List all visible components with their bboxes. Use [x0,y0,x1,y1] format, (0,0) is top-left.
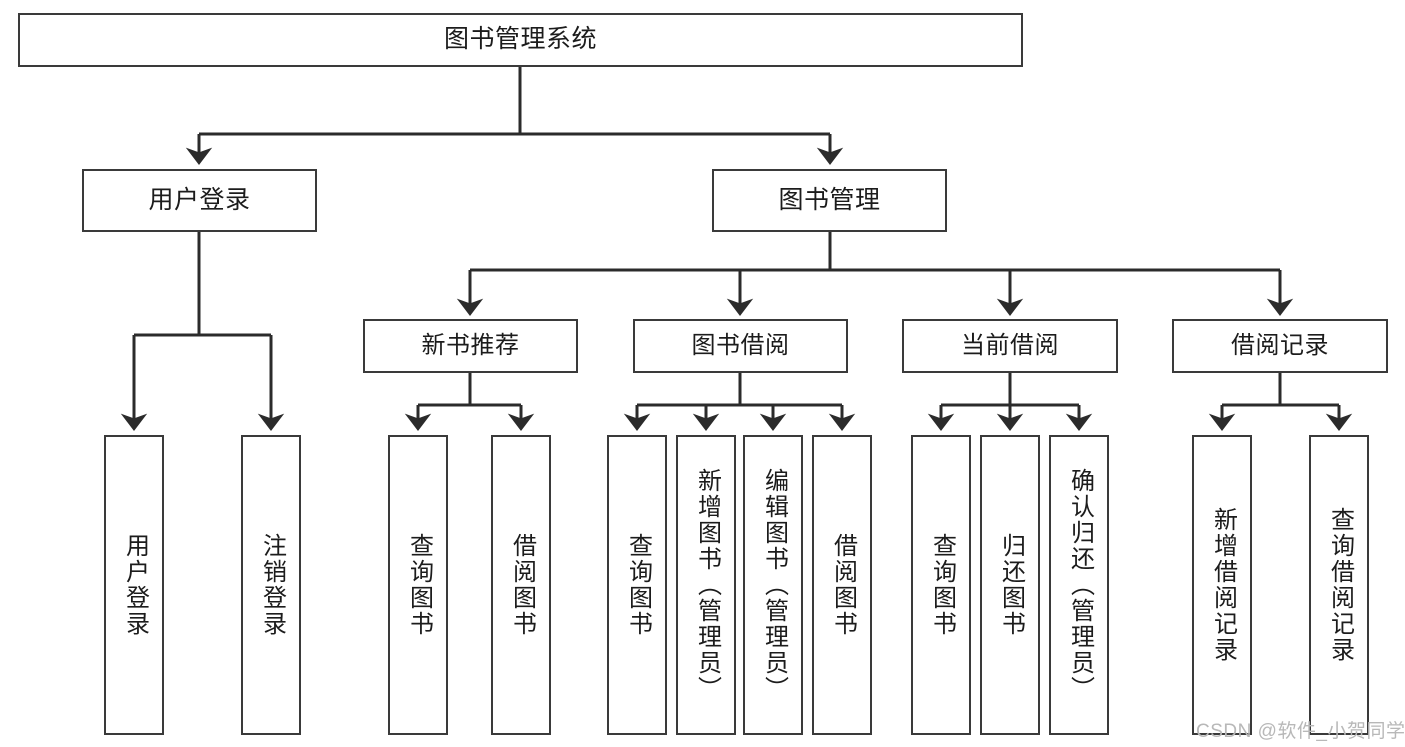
node-leaf-add-book-label: 新增图书（管理员） [693,468,721,702]
node-current-borrow[interactable]: 当前借阅 [902,319,1118,373]
node-leaf-query-record-label: 查询借阅记录 [1326,507,1354,663]
node-leaf-query-book-3-label: 查询图书 [928,533,956,637]
node-leaf-add-record-label: 新增借阅记录 [1209,507,1237,663]
node-leaf-query-book-2[interactable]: 查询图书 [607,435,667,735]
node-borrow-record-label: 借阅记录 [1231,331,1329,359]
node-leaf-edit-book[interactable]: 编辑图书（管理员） [743,435,803,735]
csdn-watermark: CSDN @软件_小贺同学 [1196,721,1405,742]
node-leaf-user-login[interactable]: 用户登录 [104,435,164,735]
node-leaf-add-record[interactable]: 新增借阅记录 [1192,435,1252,735]
node-leaf-query-book-2-label: 查询图书 [624,533,652,637]
node-leaf-query-book-1-label: 查询图书 [405,533,433,637]
node-root-label: 图书管理系统 [443,25,597,54]
node-leaf-borrow-book-1[interactable]: 借阅图书 [491,435,551,735]
node-leaf-edit-book-label: 编辑图书（管理员） [760,468,788,702]
node-leaf-borrow-book-1-label: 借阅图书 [508,533,536,637]
node-current-borrow-label: 当前借阅 [961,331,1059,359]
node-leaf-confirm-return-label: 确认归还（管理员） [1066,468,1094,702]
node-borrow-record[interactable]: 借阅记录 [1172,319,1388,373]
node-new-book-rec[interactable]: 新书推荐 [363,319,578,373]
node-book-borrow-label: 图书借阅 [691,331,790,359]
node-leaf-return-book[interactable]: 归还图书 [980,435,1040,735]
node-leaf-user-login-label: 用户登录 [121,533,149,637]
node-leaf-borrow-book-2[interactable]: 借阅图书 [812,435,872,735]
node-book-manage-label: 图书管理 [778,185,881,214]
node-leaf-borrow-book-2-label: 借阅图书 [829,533,857,637]
node-user-login[interactable]: 用户登录 [82,169,317,232]
node-leaf-query-book-1[interactable]: 查询图书 [388,435,448,735]
node-leaf-return-book-label: 归还图书 [997,533,1025,637]
node-leaf-logout-label: 注销登录 [258,533,286,637]
node-leaf-confirm-return[interactable]: 确认归还（管理员） [1049,435,1109,735]
node-leaf-query-book-3[interactable]: 查询图书 [911,435,971,735]
node-book-manage[interactable]: 图书管理 [712,169,947,232]
node-leaf-query-record[interactable]: 查询借阅记录 [1309,435,1369,735]
node-new-book-rec-label: 新书推荐 [421,331,520,359]
node-book-borrow[interactable]: 图书借阅 [633,319,848,373]
node-leaf-add-book[interactable]: 新增图书（管理员） [676,435,736,735]
node-leaf-logout[interactable]: 注销登录 [241,435,301,735]
node-root[interactable]: 图书管理系统 [18,13,1023,67]
node-user-login-label: 用户登录 [148,185,251,214]
